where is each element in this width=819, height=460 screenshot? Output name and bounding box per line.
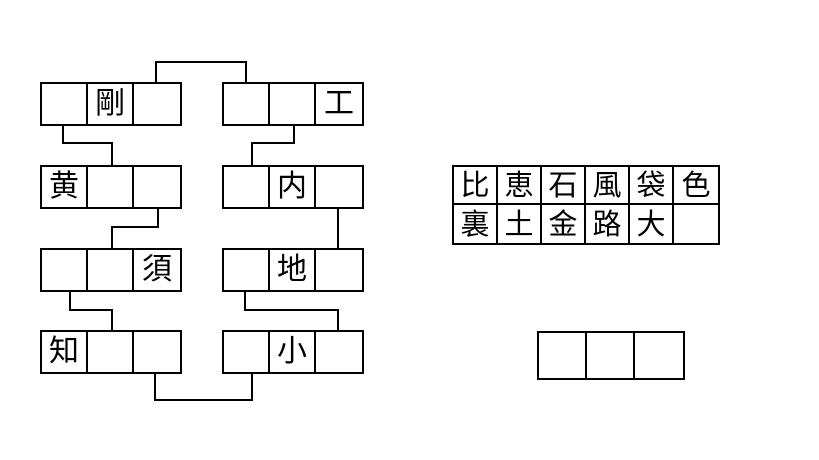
puzzle-cell[interactable] (316, 250, 362, 290)
connector-l2-l3 (111, 205, 159, 248)
puzzle-cell[interactable] (88, 250, 134, 290)
word-box-row2-right[interactable]: 内 (222, 165, 364, 209)
connector-l1-l2 (62, 122, 113, 165)
character-bank-row: 裏 土 金 路 大 (454, 205, 718, 243)
puzzle-cell[interactable]: 須 (134, 250, 180, 290)
puzzle-cell[interactable] (224, 250, 270, 290)
word-box-row1-left[interactable]: 剛 (40, 82, 182, 126)
puzzle-cell[interactable] (134, 84, 180, 124)
puzzle-cell[interactable]: 知 (42, 332, 88, 372)
bank-cell[interactable]: 袋 (630, 167, 674, 205)
puzzle-cell[interactable]: 剛 (88, 84, 134, 124)
word-box-row2-left[interactable]: 黄 (40, 165, 182, 209)
bank-cell[interactable]: 風 (586, 167, 630, 205)
word-box-row3-left[interactable]: 須 (40, 248, 182, 292)
puzzle-cell[interactable] (270, 84, 316, 124)
puzzle-cell[interactable] (224, 84, 270, 124)
puzzle-cell[interactable] (316, 332, 362, 372)
puzzle-cell[interactable] (88, 332, 134, 372)
connector-top-bridge (155, 61, 247, 82)
bank-cell[interactable]: 金 (542, 205, 586, 243)
puzzle-cell[interactable] (224, 167, 270, 207)
connector-l3-l4 (69, 288, 113, 330)
puzzle-cell[interactable]: 黄 (42, 167, 88, 207)
puzzle-cell[interactable]: 地 (270, 250, 316, 290)
answer-cell[interactable] (635, 333, 683, 378)
puzzle-cell[interactable] (134, 167, 180, 207)
puzzle-cell[interactable]: 工 (316, 84, 362, 124)
puzzle-cell[interactable]: 内 (270, 167, 316, 207)
word-box-row4-right[interactable]: 小 (222, 330, 364, 374)
answer-cell[interactable] (587, 333, 635, 378)
bank-cell[interactable]: 色 (674, 167, 718, 205)
answer-cell[interactable] (539, 333, 587, 378)
character-bank[interactable]: 比 恵 石 風 袋 色 裏 土 金 路 大 (452, 165, 720, 245)
connector-r1-r2 (251, 122, 295, 165)
bank-cell[interactable]: 比 (454, 167, 498, 205)
bank-cell[interactable]: 恵 (498, 167, 542, 205)
bank-cell[interactable]: 大 (630, 205, 674, 243)
puzzle-cell[interactable] (134, 332, 180, 372)
puzzle-cell[interactable] (42, 84, 88, 124)
word-box-row3-right[interactable]: 地 (222, 248, 364, 292)
puzzle-cell[interactable] (224, 332, 270, 372)
puzzle-cell[interactable] (88, 167, 134, 207)
bank-cell[interactable]: 路 (586, 205, 630, 243)
connector-r3-r4 (244, 288, 339, 330)
bank-cell[interactable]: 石 (542, 167, 586, 205)
bank-cell[interactable] (674, 205, 718, 243)
puzzle-cell[interactable]: 小 (270, 332, 316, 372)
word-box-row1-right[interactable]: 工 (222, 82, 364, 126)
connector-bottom-bridge (154, 370, 253, 401)
puzzle-cell[interactable] (42, 250, 88, 290)
word-box-row4-left[interactable]: 知 (40, 330, 182, 374)
bank-cell[interactable]: 裏 (454, 205, 498, 243)
puzzle-cell[interactable] (316, 167, 362, 207)
bank-cell[interactable]: 土 (498, 205, 542, 243)
character-bank-row: 比 恵 石 風 袋 色 (454, 167, 718, 205)
answer-box[interactable] (537, 331, 685, 380)
